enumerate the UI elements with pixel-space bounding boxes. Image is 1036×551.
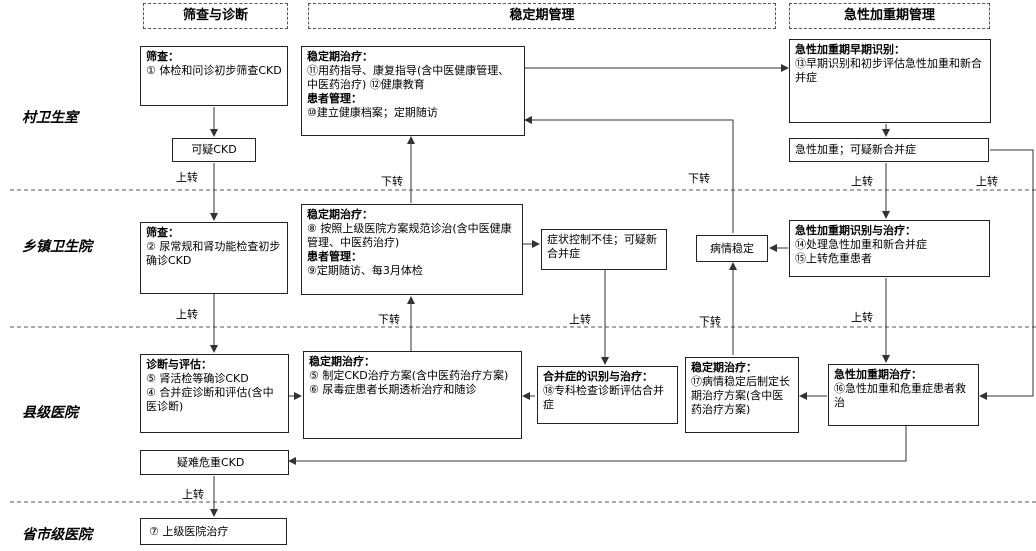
upper-hospital-box: ⑦ 上级医院治疗: [140, 518, 287, 545]
township-acute-box: 急性加重期识别与治疗： ⑭处理急性加重和新合并症 ⑮上转危重患者: [789, 220, 990, 277]
box-body: ⑤ 肾活检等确诊CKD: [146, 372, 249, 385]
box-title: 稳定期治疗：: [307, 50, 373, 63]
box-title: 诊断与评估：: [146, 358, 212, 371]
box-body: ⑮上转危重患者: [795, 252, 872, 265]
box-body: ④ 合并症诊断和评估(含中医诊断): [146, 386, 274, 413]
header-acute: 急性加重期管理: [789, 3, 990, 29]
box-title: 合并症的识别与治疗：: [543, 370, 653, 383]
edge-label-up: 上转: [851, 311, 873, 324]
box-title: 急性加重期早期识别：: [795, 43, 905, 56]
complication-box: 合并症的识别与治疗： ⑱专科检查诊断评估合并症: [537, 366, 678, 424]
box-title: 筛查：: [146, 226, 179, 239]
box-body: ⑤ 制定CKD治疗方案(含中医药治疗方案): [309, 369, 509, 382]
edge-label-up: 上转: [976, 175, 998, 188]
county-acute-box: 急性加重期治疗： ⑯急性加重和危重症患者救治: [828, 364, 979, 426]
arrow: [288, 426, 907, 465]
box-title: 急性加重期治疗：: [834, 368, 922, 381]
county-stable2-box: 稳定期治疗： ⑰病情稳定后制定长期治疗方案(含中医药治疗方案): [685, 357, 799, 433]
edge-label-up: 上转: [176, 171, 198, 184]
box-title: 稳定期治疗：: [307, 208, 373, 221]
county-stable-box: 稳定期治疗： ⑤ 制定CKD治疗方案(含中医药治疗方案) ⑥ 尿毒症患者长期透析…: [303, 351, 522, 439]
box-subtitle: 患者管理：: [307, 250, 362, 263]
box-body: ⑪用药指导、康复指导(含中医健康管理、中医药治疗) ⑫健康教育: [307, 64, 510, 91]
edge-label-down: 下转: [378, 313, 400, 326]
header-screening: 筛查与诊断: [143, 3, 288, 29]
box-title: 急性加重期识别与治疗：: [795, 224, 916, 237]
box-body: ② 尿常规和肾功能检查初步确诊CKD: [146, 240, 281, 267]
box-title: 筛查：: [146, 50, 179, 63]
county-diagnosis-box: 诊断与评估： ⑤ 肾活检等确诊CKD ④ 合并症诊断和评估(含中医诊断): [140, 354, 289, 433]
suspect-ckd-box: 可疑CKD: [172, 138, 256, 162]
box-body: ⑨定期随访、每3月体检: [307, 264, 423, 277]
box-subtitle: 患者管理：: [307, 92, 362, 105]
edge-label-down: 下转: [381, 175, 403, 188]
box-title: 稳定期治疗：: [309, 355, 375, 368]
acute-suspect-box: 急性加重；可疑新合并症: [789, 138, 989, 162]
township-stable-box: 稳定期治疗： ⑧ 按照上级医院方案规范诊治(含中医健康管理、中医药治疗) 患者管…: [301, 204, 523, 295]
box-body: ⑬早期识别和初步评估急性加重和新合并症: [795, 57, 982, 84]
box-body: ⑩建立健康档案；定期随访: [307, 106, 438, 119]
level-county: 县级医院: [22, 405, 78, 421]
box-body: ⑧ 按照上级医院方案规范诊治(含中医健康管理、中医药治疗): [307, 222, 512, 249]
edge-label-up: 上转: [182, 488, 204, 501]
severe-ckd-box: 疑难危重CKD: [140, 450, 289, 475]
box-body: ⑥ 尿毒症患者长期透析治疗和随诊: [309, 383, 477, 396]
arrow: [524, 116, 734, 233]
symptom-box: 症状控制不佳；可疑新合并症: [541, 229, 667, 270]
edge-label-down: 下转: [688, 172, 710, 185]
arrow: [979, 149, 1034, 400]
header-stable: 稳定期管理: [308, 3, 776, 29]
box-body: ⑯急性加重和危重症患者救治: [834, 382, 966, 409]
level-township: 乡镇卫生院: [22, 239, 92, 255]
box-title: 稳定期治疗：: [691, 361, 757, 374]
stable-state-box: 病情稳定: [696, 235, 768, 262]
box-body: ⑱专科检查诊断评估合并症: [543, 384, 664, 411]
village-screening-box: 筛查： ① 体检和问诊初步筛查CKD: [140, 46, 288, 106]
box-body: ① 体检和问诊初步筛查CKD: [146, 64, 282, 77]
level-village: 村卫生室: [22, 110, 78, 126]
level-city: 省市级医院: [22, 527, 92, 543]
edge-label-down: 下转: [699, 315, 721, 328]
village-stable-box: 稳定期治疗： ⑪用药指导、康复指导(含中医健康管理、中医药治疗) ⑫健康教育 患…: [301, 46, 525, 136]
edge-label-up: 上转: [851, 175, 873, 188]
box-body: ⑭处理急性加重和新合并症: [795, 238, 927, 251]
edge-label-up: 上转: [176, 308, 198, 321]
edge-label-up: 上转: [569, 313, 591, 326]
village-acute-box: 急性加重期早期识别： ⑬早期识别和初步评估急性加重和新合并症: [789, 39, 991, 123]
township-screening-box: 筛查： ② 尿常规和肾功能检查初步确诊CKD: [140, 222, 288, 294]
box-body: ⑰病情稳定后制定长期治疗方案(含中医药治疗方案): [691, 375, 790, 416]
